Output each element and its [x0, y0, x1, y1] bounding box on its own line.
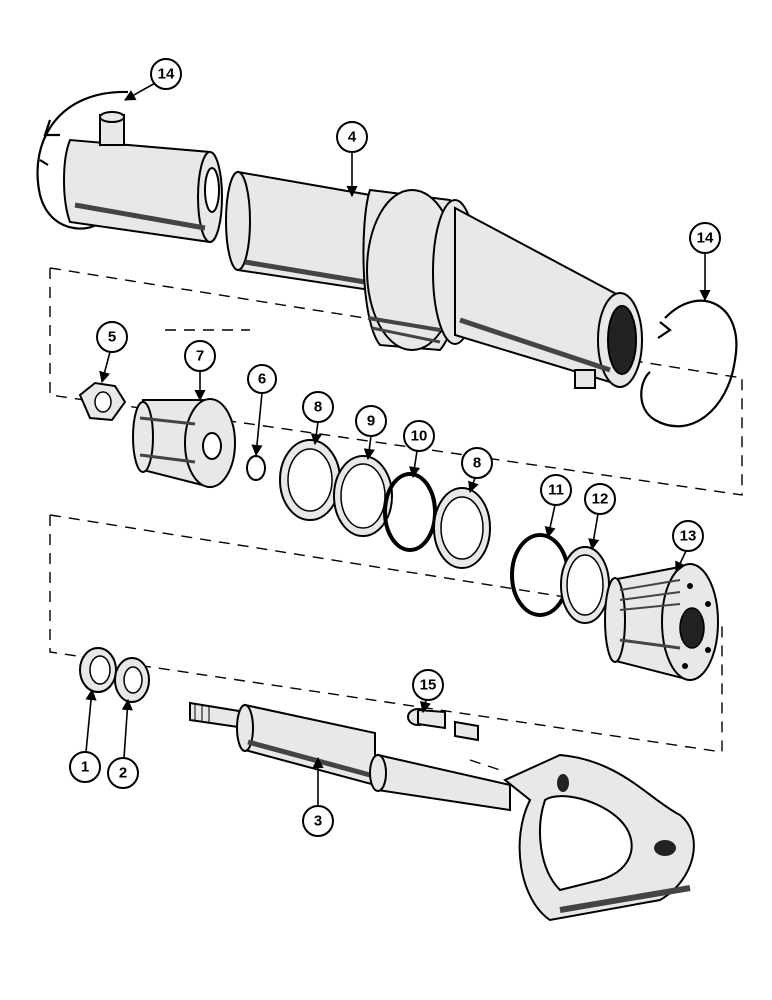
snap-ring-right [640, 299, 738, 428]
callout-label-4: 4 [348, 129, 357, 146]
leader-lines [85, 81, 711, 806]
callout-label-15: 15 [420, 677, 437, 694]
callout-label-8-first: 8 [314, 399, 322, 416]
callout-12: 12 [584, 483, 616, 515]
callout-label-14-right: 14 [697, 230, 714, 247]
callout-14-top: 14 [150, 58, 182, 90]
backup-ring-1 [279, 439, 341, 521]
callout-label-5: 5 [108, 329, 116, 346]
callout-label-7: 7 [196, 348, 204, 365]
backup-ring-2 [433, 487, 491, 569]
callout-15: 15 [412, 669, 444, 701]
piston-rod [189, 701, 511, 812]
piston [132, 398, 236, 489]
callout-label-11: 11 [548, 482, 564, 499]
callout-label-13: 13 [680, 528, 697, 545]
callout-label-2: 2 [119, 765, 127, 782]
rod-eye [503, 753, 695, 922]
callout-5: 5 [96, 321, 128, 353]
rod-seal-2 [114, 657, 150, 703]
callout-label-14-top: 14 [158, 66, 175, 83]
piston-nut [78, 381, 127, 422]
o-ring-10 [383, 472, 437, 552]
wiper-1 [79, 647, 117, 693]
callout-13: 13 [672, 520, 704, 552]
callout-10: 10 [403, 420, 435, 452]
callout-label-6: 6 [258, 371, 266, 388]
callout-4: 4 [336, 121, 368, 153]
callout-9: 9 [355, 405, 387, 437]
cylinder-tube [63, 111, 643, 389]
callout-1: 1 [69, 751, 101, 783]
callout-11: 11 [540, 474, 572, 506]
ring-9 [333, 455, 393, 537]
gland [604, 563, 719, 682]
callout-label-9: 9 [367, 413, 375, 430]
callout-label-3: 3 [314, 813, 322, 830]
callout-3: 3 [302, 805, 334, 837]
callout-label-1: 1 [81, 759, 89, 776]
callout-8-first: 8 [302, 391, 334, 423]
backup-ring-12 [560, 546, 610, 624]
o-ring-11 [510, 533, 570, 617]
callout-2: 2 [107, 757, 139, 789]
callout-8-second: 8 [461, 447, 493, 479]
callout-7: 7 [184, 340, 216, 372]
callout-label-8-second: 8 [473, 455, 481, 472]
snap-ring-left [36, 90, 129, 230]
callout-6: 6 [247, 364, 277, 394]
small-o-ring [246, 455, 266, 481]
callout-label-12: 12 [592, 491, 609, 508]
callout-14-right: 14 [689, 222, 721, 254]
callout-label-10: 10 [411, 428, 428, 445]
